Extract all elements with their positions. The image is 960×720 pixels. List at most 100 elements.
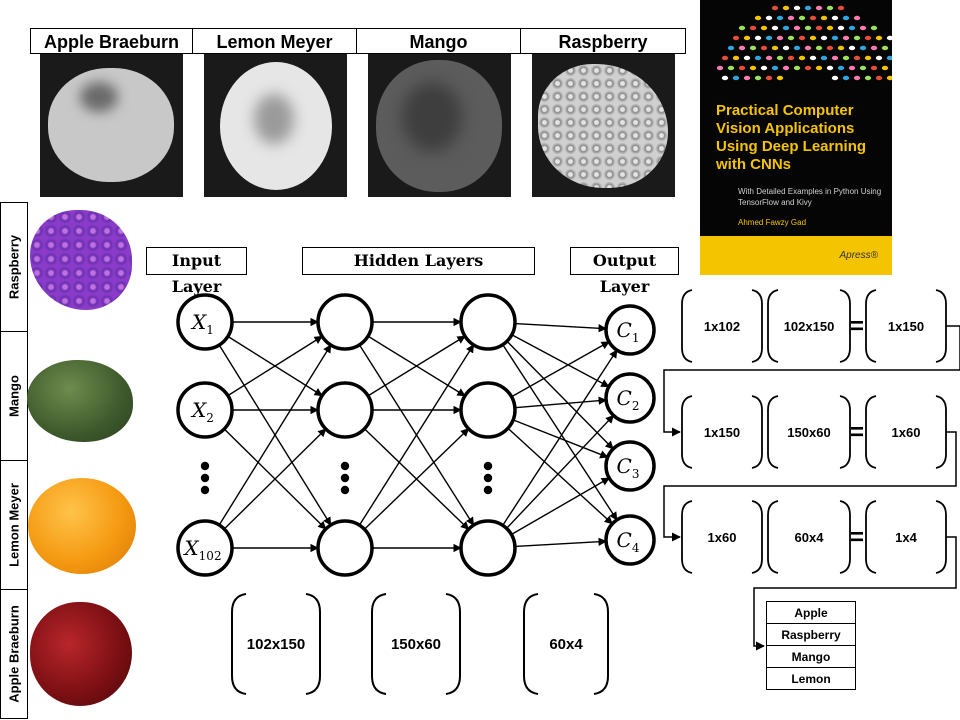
book-dot [881, 65, 889, 71]
eq-a-bracket-left [681, 395, 693, 469]
edge-hidden2-output [514, 537, 607, 548]
book-dot [787, 35, 795, 41]
output-layer-label: Output Layer [570, 247, 679, 296]
flow-connectors [663, 325, 960, 651]
eq-b-bracket-left [767, 500, 779, 574]
edge-hidden1-hidden2 [367, 335, 466, 397]
book-dot [749, 25, 757, 31]
edge-hidden2-output [511, 334, 610, 388]
gray-apple-image [40, 54, 183, 197]
book-dot [793, 5, 801, 11]
eq-a-bracket-left [681, 500, 693, 574]
book-dot [853, 75, 861, 81]
book-dot [738, 65, 746, 71]
equation-weight-dim: 102x150 [784, 319, 835, 334]
eq-b-bracket-left [767, 289, 779, 363]
edge-hidden2-output [506, 340, 614, 450]
book-dot [815, 25, 823, 31]
hidden-node [459, 519, 517, 577]
book-dot [782, 5, 790, 11]
book-dot [886, 75, 892, 81]
edge-hidden2-output [511, 477, 610, 536]
book-dot [771, 45, 779, 51]
book-dot [732, 35, 740, 41]
equation-input-dim: 1x102 [704, 319, 740, 334]
book-dot [870, 25, 878, 31]
equation-weight-dim: 60x4 [795, 530, 825, 545]
book-dot [804, 25, 812, 31]
equation-output-dim: 1x4 [895, 530, 917, 545]
edge-hidden1-hidden2 [358, 344, 475, 526]
hidden-ellipsis-dot [340, 485, 350, 495]
output-node [604, 514, 656, 566]
book-dot [837, 25, 845, 31]
side-label-apple: Apple Braeburn [0, 589, 28, 719]
weight-matrix-2: 150x60 [391, 636, 441, 653]
book-dot [798, 15, 806, 21]
hidden-ellipsis-dot [340, 473, 350, 483]
book-dot [738, 25, 746, 31]
bracket-left-3 [523, 593, 539, 695]
eq-c-bracket-right [935, 500, 947, 574]
book-dot [809, 15, 817, 21]
equals-sign: = [850, 313, 864, 340]
eq-b-bracket-right [839, 289, 851, 363]
book-dot-pattern [716, 5, 892, 81]
hidden-layers-label: Hidden Layers [302, 247, 535, 275]
book-dot [875, 35, 883, 41]
edge-hidden2-output [511, 341, 610, 398]
top-label-apple: Apple Braeburn [30, 28, 193, 54]
book-dot [859, 25, 867, 31]
book-dot [826, 45, 834, 51]
book-dot [765, 15, 773, 21]
bracket-right-2 [445, 593, 461, 695]
book-dot [760, 45, 768, 51]
input-ellipsis-dot [200, 473, 210, 483]
book-dot [765, 55, 773, 61]
edge-hidden2-output [502, 349, 618, 526]
book-dot [776, 55, 784, 61]
eq-b-bracket-left [767, 395, 779, 469]
book-dot [864, 35, 872, 41]
book-dot [760, 25, 768, 31]
edge-input-hidden1 [218, 344, 332, 526]
input-node-label: X2 [190, 398, 214, 425]
input-layer-label: Input Layer [146, 247, 247, 296]
book-yellow-band [700, 236, 892, 275]
input-node-label: X102 [182, 536, 221, 563]
eq-b-bracket-right [839, 500, 851, 574]
bracket-right-3 [593, 593, 609, 695]
book-dot [787, 15, 795, 21]
hidden-node [459, 381, 517, 439]
top-label-lemon: Lemon Meyer [192, 28, 357, 54]
weight-matrix-3: 60x4 [549, 636, 583, 653]
raspberry-image [30, 210, 132, 310]
edge-hidden2-output [507, 427, 613, 525]
book-dot [716, 65, 724, 71]
eq-c-bracket-left [865, 395, 877, 469]
result-lemon: Lemon [766, 667, 856, 690]
book-dot [782, 25, 790, 31]
book-dot [738, 45, 746, 51]
book-dot [771, 25, 779, 31]
book-dot [826, 65, 834, 71]
book-dot [826, 5, 834, 11]
book-dot [831, 35, 839, 41]
bracket-left-2 [371, 593, 387, 695]
book-dot [886, 55, 892, 61]
result-apple: Apple [766, 601, 856, 624]
lemon-image [28, 478, 136, 574]
gray-raspberry-image [532, 54, 675, 197]
book-title: Practical Computer Vision Applications U… [716, 102, 867, 173]
book-dot [870, 65, 878, 71]
book-dot [859, 45, 867, 51]
equation-input-dim: 1x60 [708, 530, 737, 545]
eq-c-bracket-left [865, 500, 877, 574]
book-dot [842, 15, 850, 21]
book-dot [749, 65, 757, 71]
book-dot [798, 35, 806, 41]
book-dot [837, 65, 845, 71]
book-dot [875, 55, 883, 61]
hidden-node [316, 381, 374, 439]
